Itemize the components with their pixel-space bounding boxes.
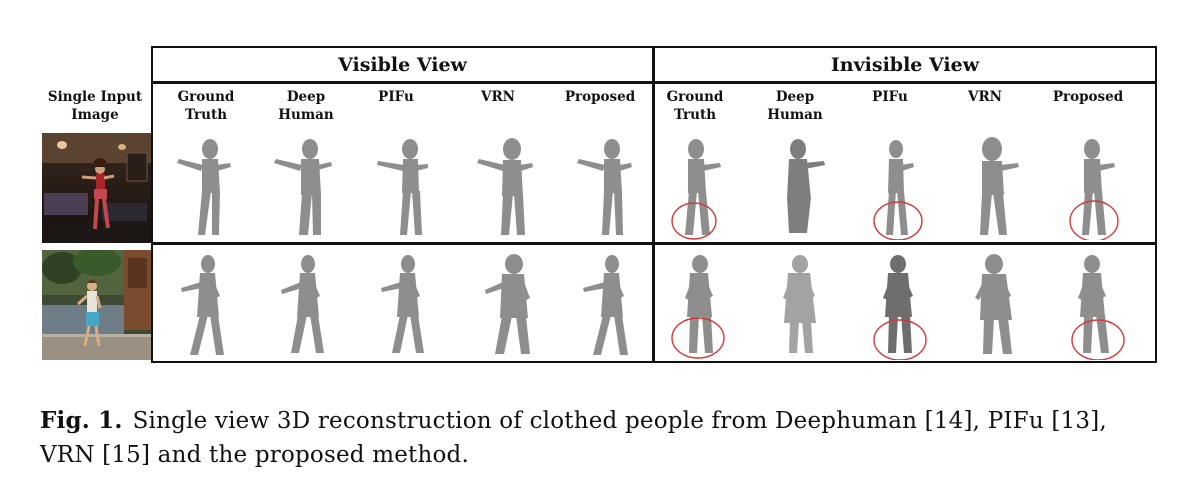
mesh-row1-invisible-ground-truth xyxy=(671,139,721,240)
mesh-row2-invisible-deep-human xyxy=(783,255,816,353)
mesh-row1-visible-deep-human xyxy=(274,139,332,235)
group-title-visible: Visible View xyxy=(338,54,467,76)
mesh-row2-visible-pifu xyxy=(381,255,424,353)
column-header: VRN xyxy=(480,89,516,105)
figure-caption: Fig. 1.Single view 3D reconstruction of … xyxy=(40,404,1160,472)
input-photo-indoor xyxy=(42,133,151,243)
mesh-row1-invisible-pifu xyxy=(873,140,923,240)
mesh-row2-invisible-ground-truth xyxy=(671,255,725,359)
input-column-label: Single Input Image xyxy=(47,89,143,123)
highlight-circle xyxy=(1069,200,1119,240)
caption-text: Single view 3D reconstruction of clothed… xyxy=(40,408,1107,468)
mesh-row1-invisible-vrn xyxy=(980,137,1019,235)
column-header: Ground Truth xyxy=(666,89,724,123)
figure-label: Fig. 1. xyxy=(40,407,123,434)
highlight-circle xyxy=(873,319,927,360)
mesh-row2-invisible-vrn xyxy=(975,254,1012,354)
highlight-circle xyxy=(1071,319,1125,360)
input-photo-outdoor xyxy=(42,250,151,360)
mesh-row1-invisible-deep-human xyxy=(787,139,825,233)
highlight-circle xyxy=(873,201,923,240)
column-header: Proposed xyxy=(564,89,636,105)
column-header: Deep Human xyxy=(767,89,823,123)
column-header: PIFu xyxy=(872,89,908,105)
column-header: Deep Human xyxy=(278,89,334,123)
mesh-row1-invisible-proposed xyxy=(1069,139,1119,240)
mesh-row2-visible-vrn xyxy=(485,254,530,354)
column-header: PIFu xyxy=(378,89,414,105)
column-header: Proposed xyxy=(1052,89,1124,105)
mesh-row2-visible-ground-truth xyxy=(181,255,224,355)
highlight-circle xyxy=(671,317,725,359)
mesh-row2-visible-proposed xyxy=(583,255,628,355)
mesh-row1-visible-ground-truth xyxy=(177,139,231,235)
group-title-invisible: Invisible View xyxy=(830,54,980,76)
highlight-circle xyxy=(671,202,717,240)
mesh-row1-visible-proposed xyxy=(577,139,632,235)
column-header: Ground Truth xyxy=(177,89,235,123)
mesh-row2-invisible-pifu xyxy=(873,255,927,360)
mesh-row2-visible-deep-human xyxy=(281,255,324,353)
figure: Visible View Invisible View Single Input… xyxy=(42,46,1157,363)
mesh-row1-visible-pifu xyxy=(377,139,428,235)
group-divider xyxy=(652,46,655,363)
mesh-row1-visible-vrn xyxy=(477,138,533,235)
mesh-row2-invisible-proposed xyxy=(1071,255,1125,360)
column-header: VRN xyxy=(967,89,1003,105)
